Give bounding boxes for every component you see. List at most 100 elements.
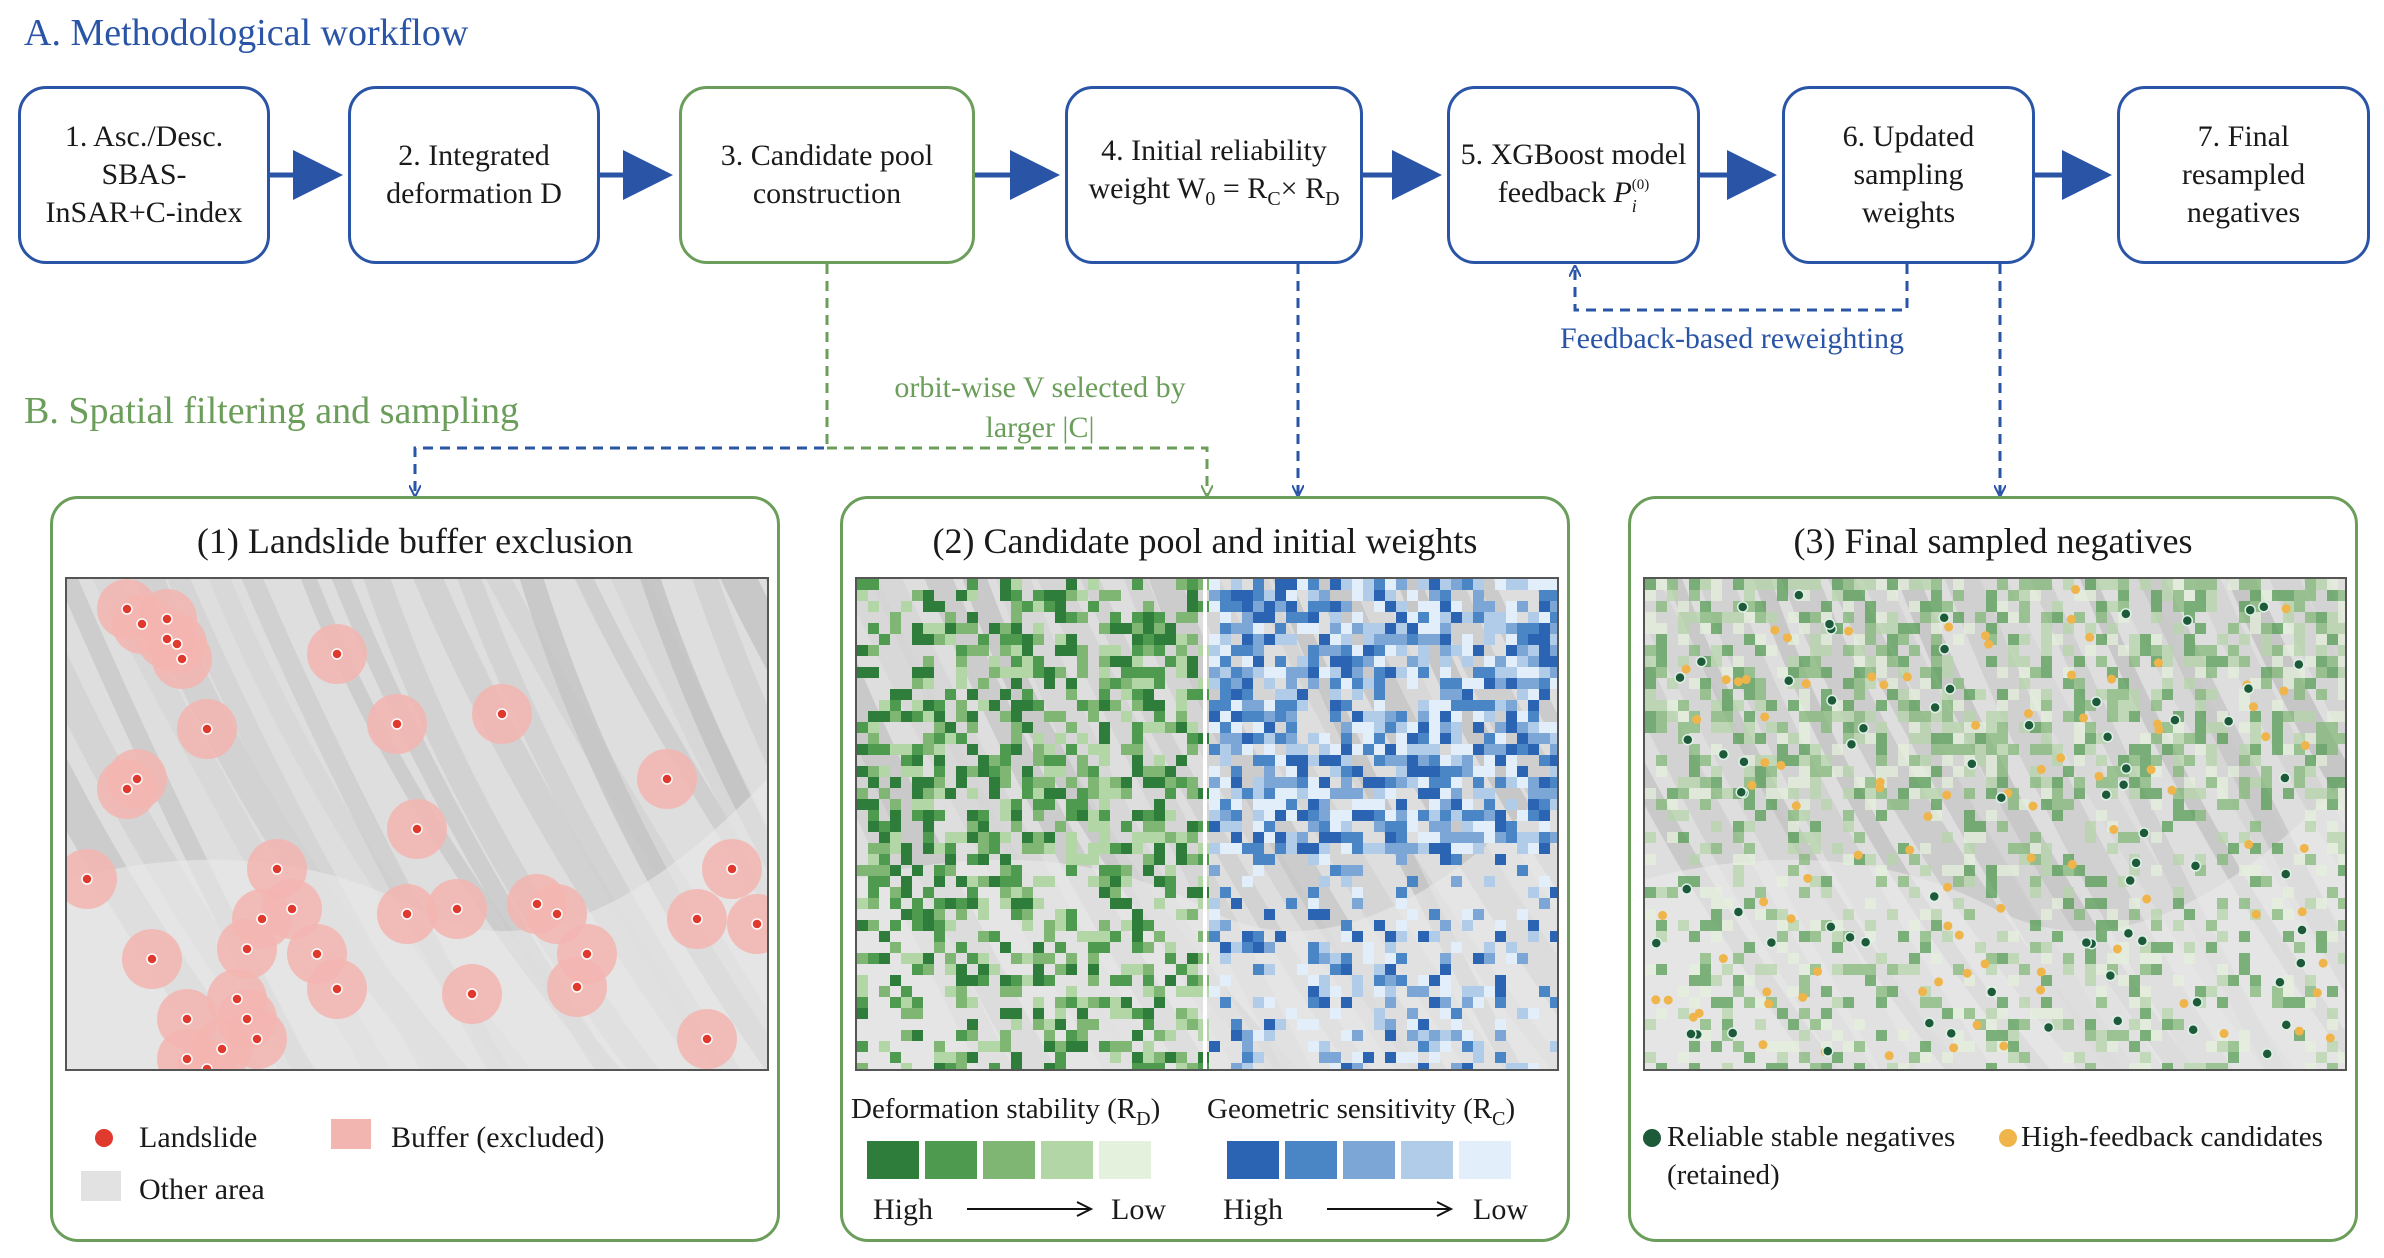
sampled-pixel bbox=[1920, 1052, 1931, 1063]
geometric-pixel bbox=[1341, 678, 1352, 689]
geometric-pixel bbox=[1451, 942, 1462, 953]
reliable-negative-point bbox=[1928, 890, 1940, 903]
landslide-point bbox=[271, 863, 283, 875]
high-feedback-point bbox=[2251, 909, 2261, 919]
sampled-pixel bbox=[1865, 623, 1876, 634]
sampled-pixel bbox=[1777, 744, 1788, 755]
geometric-pixel bbox=[1352, 898, 1363, 909]
sampled-pixel bbox=[2250, 590, 2261, 601]
geometric-pixel bbox=[1352, 590, 1363, 601]
deformation-pixel bbox=[1132, 920, 1143, 931]
reliable-negative-point bbox=[1674, 671, 1686, 684]
geometric-pixel bbox=[1231, 832, 1242, 843]
candidate-map bbox=[855, 577, 1559, 1071]
sampled-pixel bbox=[2294, 590, 2305, 601]
sampled-pixel bbox=[2030, 1008, 2041, 1019]
sampled-pixel bbox=[2096, 601, 2107, 612]
geometric-pixel bbox=[1220, 678, 1231, 689]
sampled-pixel bbox=[1700, 777, 1711, 788]
sampled-pixel bbox=[1997, 755, 2008, 766]
deformation-pixel bbox=[1154, 722, 1165, 733]
deformation-pixel bbox=[1022, 843, 1033, 854]
geometric-pixel bbox=[1407, 667, 1418, 678]
geometric-pixel bbox=[1286, 689, 1297, 700]
geometric-pixel bbox=[1275, 667, 1286, 678]
geometric-pixel bbox=[1385, 579, 1396, 590]
geometric-pixel bbox=[1550, 766, 1557, 777]
deformation-pixel bbox=[934, 623, 945, 634]
sampled-pixel bbox=[2063, 799, 2074, 810]
sampled-pixel bbox=[1865, 964, 1876, 975]
sampled-pixel bbox=[2019, 799, 2030, 810]
deformation-pixel bbox=[1011, 865, 1022, 876]
deformation-pixel bbox=[1088, 997, 1099, 1008]
geometric-pixel bbox=[1539, 876, 1550, 887]
deformation-pixel bbox=[1055, 601, 1066, 612]
deformation-pixel bbox=[857, 579, 868, 590]
sampled-pixel bbox=[1909, 788, 1920, 799]
sampled-pixel bbox=[2107, 623, 2118, 634]
deformation-pixel bbox=[956, 1030, 967, 1041]
deformation-pixel bbox=[1099, 832, 1110, 843]
deformation-pixel bbox=[1044, 590, 1055, 601]
deformation-pixel bbox=[1176, 843, 1187, 854]
deformation-pixel bbox=[1187, 788, 1198, 799]
sampled-pixel bbox=[2272, 997, 2283, 1008]
geometric-pixel bbox=[1517, 777, 1528, 788]
deformation-pixel bbox=[1132, 678, 1143, 689]
geometric-pixel bbox=[1341, 953, 1352, 964]
sampled-pixel bbox=[1986, 601, 1997, 612]
geometric-pixel bbox=[1341, 788, 1352, 799]
deformation-pixel bbox=[934, 733, 945, 744]
geometric-pixel bbox=[1253, 997, 1264, 1008]
geometric-pixel bbox=[1374, 645, 1385, 656]
sampled-pixel bbox=[1744, 612, 1755, 623]
geometric-pixel bbox=[1484, 986, 1495, 997]
reliable-negative-point bbox=[1844, 931, 1856, 944]
sampled-pixel bbox=[2338, 656, 2345, 667]
sampled-pixel bbox=[2129, 645, 2140, 656]
sampled-pixel bbox=[2217, 711, 2228, 722]
pool-to-panel2-arrow bbox=[827, 446, 1207, 494]
sampled-pixel bbox=[1887, 579, 1898, 590]
geometric-pixel bbox=[1374, 656, 1385, 667]
sampled-pixel bbox=[1821, 601, 1832, 612]
deformation-pixel bbox=[1099, 931, 1110, 942]
sampled-pixel bbox=[2008, 953, 2019, 964]
sampled-pixel bbox=[1755, 810, 1766, 821]
high-feedback-point bbox=[1694, 1008, 1704, 1018]
deformation-pixel bbox=[956, 876, 967, 887]
sampled-pixel bbox=[2305, 590, 2316, 601]
deformation-pixel bbox=[1187, 821, 1198, 832]
geometric-pixel bbox=[1264, 821, 1275, 832]
deformation-pixel bbox=[1099, 799, 1110, 810]
sampled-pixel bbox=[2173, 799, 2184, 810]
sampled-pixel bbox=[1876, 788, 1887, 799]
geometric-pixel bbox=[1539, 590, 1550, 601]
sampled-pixel bbox=[1810, 788, 1821, 799]
deformation-pixel bbox=[1121, 898, 1132, 909]
geometric-pixel bbox=[1451, 744, 1462, 755]
deformation-pixel bbox=[1176, 667, 1187, 678]
geometric-pixel bbox=[1253, 865, 1264, 876]
deformation-pixel bbox=[912, 898, 923, 909]
geometric-pixel bbox=[1407, 777, 1418, 788]
deformation-pixel bbox=[879, 953, 890, 964]
landslide-point bbox=[181, 1013, 193, 1025]
deformation-pixel bbox=[1011, 645, 1022, 656]
sampled-pixel bbox=[1986, 810, 1997, 821]
geometric-pixel bbox=[1253, 623, 1264, 634]
geometric-pixel bbox=[1407, 876, 1418, 887]
high-feedback-point bbox=[1658, 910, 1668, 920]
sampled-pixel bbox=[1953, 1030, 1964, 1041]
sampled-pixel bbox=[1799, 722, 1810, 733]
sampled-pixel bbox=[1722, 612, 1733, 623]
sampled-pixel bbox=[1722, 920, 1733, 931]
geometric-pixel bbox=[1330, 865, 1341, 876]
geometric-pixel bbox=[1528, 678, 1539, 689]
deformation-pixel bbox=[934, 700, 945, 711]
geometric-pixel bbox=[1286, 777, 1297, 788]
sampled-pixel bbox=[2041, 667, 2052, 678]
high-feedback-point bbox=[2023, 709, 2033, 719]
